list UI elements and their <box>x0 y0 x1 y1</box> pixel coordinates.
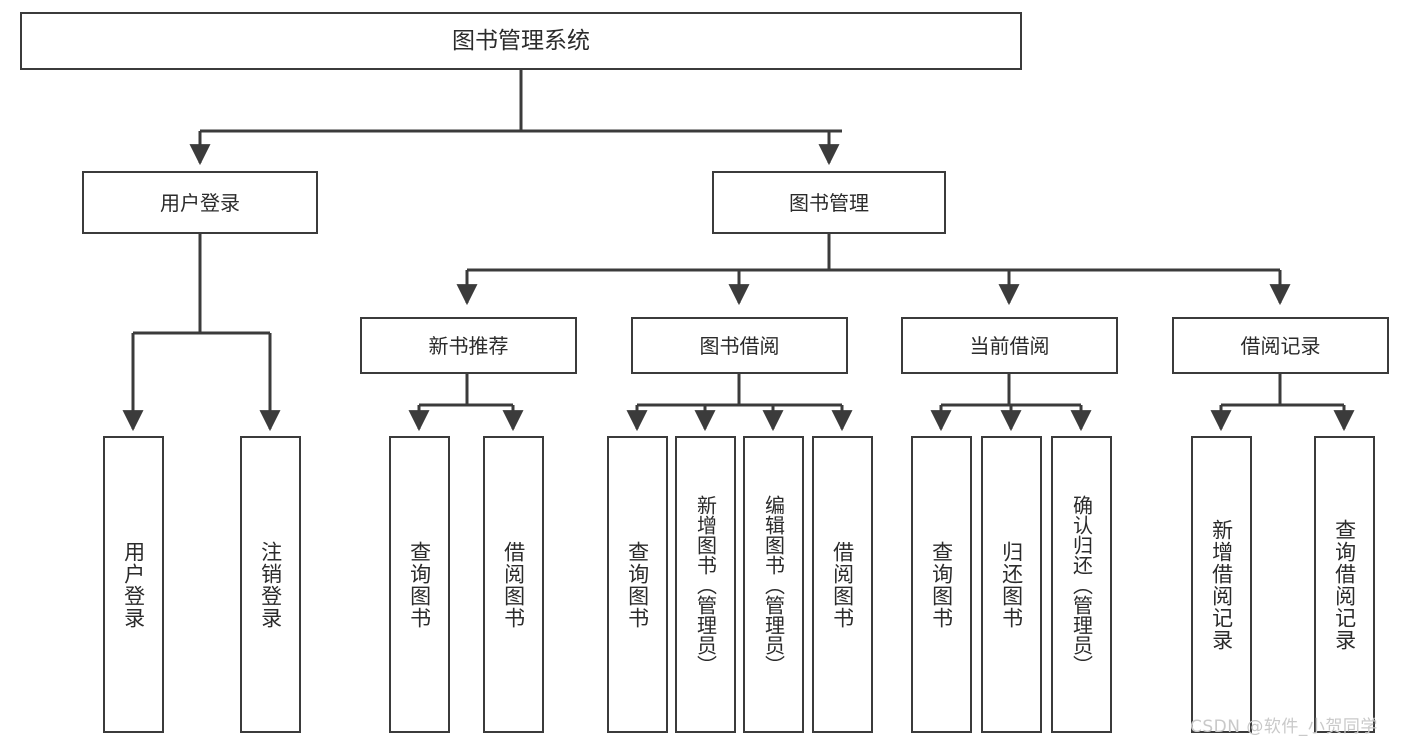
leaf-confirm-return-admin[interactable]: 确认归还（管理员） <box>1051 436 1112 733</box>
leaf-return-book[interactable]: 归还图书 <box>981 436 1042 733</box>
node-current-borrow-label: 当前借阅 <box>969 333 1050 358</box>
leaf-logout[interactable]: 注销登录 <box>240 436 301 733</box>
node-root-system-label: 图书管理系统 <box>452 27 590 54</box>
leaf-borrow-book-recommend-label: 借阅图书 <box>501 540 526 629</box>
leaf-query-book-current[interactable]: 查询图书 <box>911 436 972 733</box>
leaf-edit-book-admin[interactable]: 编辑图书（管理员） <box>743 436 804 733</box>
leaf-query-borrow-record-label: 查询借阅记录 <box>1332 518 1357 651</box>
leaf-query-book-borrow[interactable]: 查询图书 <box>607 436 668 733</box>
leaf-borrow-book-label: 借阅图书 <box>830 540 855 629</box>
node-current-borrow[interactable]: 当前借阅 <box>901 317 1118 374</box>
leaf-add-book-admin[interactable]: 新增图书（管理员） <box>675 436 736 733</box>
leaf-borrow-book[interactable]: 借阅图书 <box>812 436 873 733</box>
node-new-book-recommend[interactable]: 新书推荐 <box>360 317 577 374</box>
leaf-add-borrow-record-label: 新增借阅记录 <box>1209 518 1234 651</box>
leaf-query-book-recommend-label: 查询图书 <box>407 540 432 629</box>
leaf-confirm-return-admin-label: 确认归还（管理员） <box>1069 494 1094 675</box>
node-borrow-record-label: 借阅记录 <box>1240 333 1321 358</box>
node-book-borrow[interactable]: 图书借阅 <box>631 317 848 374</box>
leaf-borrow-book-recommend[interactable]: 借阅图书 <box>483 436 544 733</box>
leaf-add-borrow-record[interactable]: 新增借阅记录 <box>1191 436 1252 733</box>
node-book-borrow-label: 图书借阅 <box>699 333 780 358</box>
node-root-system[interactable]: 图书管理系统 <box>20 12 1022 70</box>
leaf-query-borrow-record[interactable]: 查询借阅记录 <box>1314 436 1375 733</box>
leaf-query-book-recommend[interactable]: 查询图书 <box>389 436 450 733</box>
node-borrow-record[interactable]: 借阅记录 <box>1172 317 1389 374</box>
node-book-management[interactable]: 图书管理 <box>712 171 946 234</box>
node-book-management-label: 图书管理 <box>789 190 869 215</box>
leaf-edit-book-admin-label: 编辑图书（管理员） <box>761 494 786 675</box>
leaf-add-book-admin-label: 新增图书（管理员） <box>693 494 718 675</box>
leaf-return-book-label: 归还图书 <box>999 540 1024 629</box>
leaf-logout-label: 注销登录 <box>258 540 283 629</box>
leaf-query-book-borrow-label: 查询图书 <box>625 540 650 629</box>
csdn-watermark: CSDN @软件_小贺同学 <box>1190 717 1378 737</box>
node-new-book-recommend-label: 新书推荐 <box>428 333 509 358</box>
leaf-query-book-current-label: 查询图书 <box>929 540 954 629</box>
node-user-login[interactable]: 用户登录 <box>82 171 318 234</box>
leaf-user-login-label: 用户登录 <box>121 540 146 629</box>
leaf-user-login[interactable]: 用户登录 <box>103 436 164 733</box>
node-user-login-label: 用户登录 <box>160 190 240 215</box>
